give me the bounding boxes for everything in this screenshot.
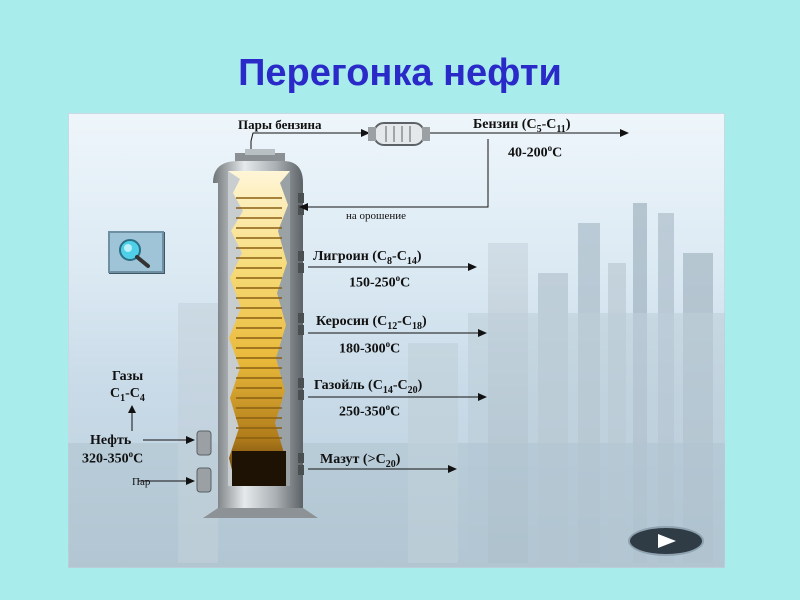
- column-trays: [236, 197, 282, 439]
- ligroin-sub2: 14: [406, 255, 417, 267]
- oil-temp-value: 320-350: [82, 451, 129, 467]
- gasoil-paren: ): [417, 378, 423, 393]
- reflux-label: на орошение: [346, 210, 407, 222]
- gases-c1: C: [110, 386, 121, 401]
- gasoil-dash: -C: [392, 378, 408, 393]
- refinery-background: [68, 203, 725, 568]
- celsius-mark: C: [552, 145, 563, 161]
- gasoil-label: Газойль (C14-C20): [314, 378, 422, 399]
- degree-mark: o: [128, 449, 134, 459]
- vapors-label: Пары бензина: [238, 117, 322, 132]
- mazut-end: ): [395, 452, 401, 467]
- magnifier-icon: [119, 239, 150, 268]
- gases-sub1: 1: [120, 392, 126, 404]
- gasoil-sub1: 14: [382, 384, 393, 396]
- ligroin-label: Лигроин (C8-C14): [313, 249, 422, 270]
- mazut-sub: 20: [385, 458, 396, 470]
- ligroin-temp: 150-250oC: [349, 273, 410, 292]
- celsius-mark: C: [390, 404, 401, 420]
- gases-sub2: 4: [139, 392, 145, 404]
- degree-mark: o: [547, 143, 553, 153]
- oil-title: Нефть: [90, 433, 132, 448]
- distillation-diagram: Пары бензина Бензин (C5-C11) 40-200oC на…: [68, 113, 725, 568]
- oil-temp: 320-350oC: [82, 449, 143, 468]
- kerosene-temp-value: 180-300: [339, 341, 386, 357]
- play-icon: [658, 534, 676, 548]
- outlet-nozzles: [298, 193, 304, 475]
- kerosene-dash: -C: [397, 314, 413, 329]
- play-button[interactable]: [628, 526, 704, 556]
- inlet-nozzles: [196, 430, 212, 493]
- ligroin-name: Лигроин (C: [313, 249, 388, 264]
- gasoline-end: ): [565, 117, 571, 132]
- condenser: [368, 122, 430, 146]
- gases-dash: -C: [125, 386, 140, 401]
- kerosene-paren: ): [422, 314, 427, 329]
- ligroin-paren: ): [416, 249, 422, 264]
- arrowheads: [128, 129, 629, 485]
- steam-label: Пар: [132, 476, 151, 488]
- gasoline-temp-value: 40-200: [508, 145, 548, 161]
- celsius-mark: C: [133, 451, 144, 467]
- gasoline-mid: -C: [541, 117, 557, 132]
- gasoline-temp: 40-200oC: [508, 143, 562, 162]
- celsius-mark: C: [390, 341, 401, 357]
- gasoil-temp: 250-350oC: [339, 402, 400, 421]
- gases-title: Газы: [112, 369, 144, 384]
- gasoil-sub2: 20: [407, 384, 418, 396]
- gasoil-name: Газойль (C: [314, 378, 383, 393]
- ligroin-dash: -C: [392, 249, 407, 264]
- gases-formula: C1-C4: [110, 386, 145, 407]
- gasoline-name: Бензин (C: [473, 117, 537, 132]
- mazut-name: Мазут (>C: [320, 452, 386, 467]
- degree-mark: o: [385, 402, 391, 412]
- gasoline-label: Бензин (C5-C11): [473, 117, 570, 138]
- kerosene-sub2: 18: [412, 320, 423, 332]
- gasoline-sub1: 5: [536, 123, 542, 135]
- ligroin-temp-value: 150-250: [349, 275, 396, 291]
- gasoil-temp-value: 250-350: [339, 404, 386, 420]
- product-lines: [131, 132, 620, 482]
- kerosene-temp: 180-300oC: [339, 339, 400, 358]
- ligroin-sub1: 8: [387, 255, 393, 267]
- gasoline-sub2: 11: [556, 123, 566, 135]
- slide-title: Перегонка нефти: [238, 52, 562, 94]
- mazut-label: Мазут (>C20): [320, 452, 400, 473]
- diagram-graphics: [68, 122, 725, 568]
- celsius-mark: C: [400, 275, 411, 291]
- kerosene-name: Керосин (C: [316, 314, 388, 329]
- degree-mark: o: [385, 339, 391, 349]
- magnifier-button[interactable]: [108, 231, 164, 273]
- kerosene-sub1: 12: [387, 320, 398, 332]
- kerosene-label: Керосин (C12-C18): [316, 314, 427, 335]
- degree-mark: o: [395, 273, 401, 283]
